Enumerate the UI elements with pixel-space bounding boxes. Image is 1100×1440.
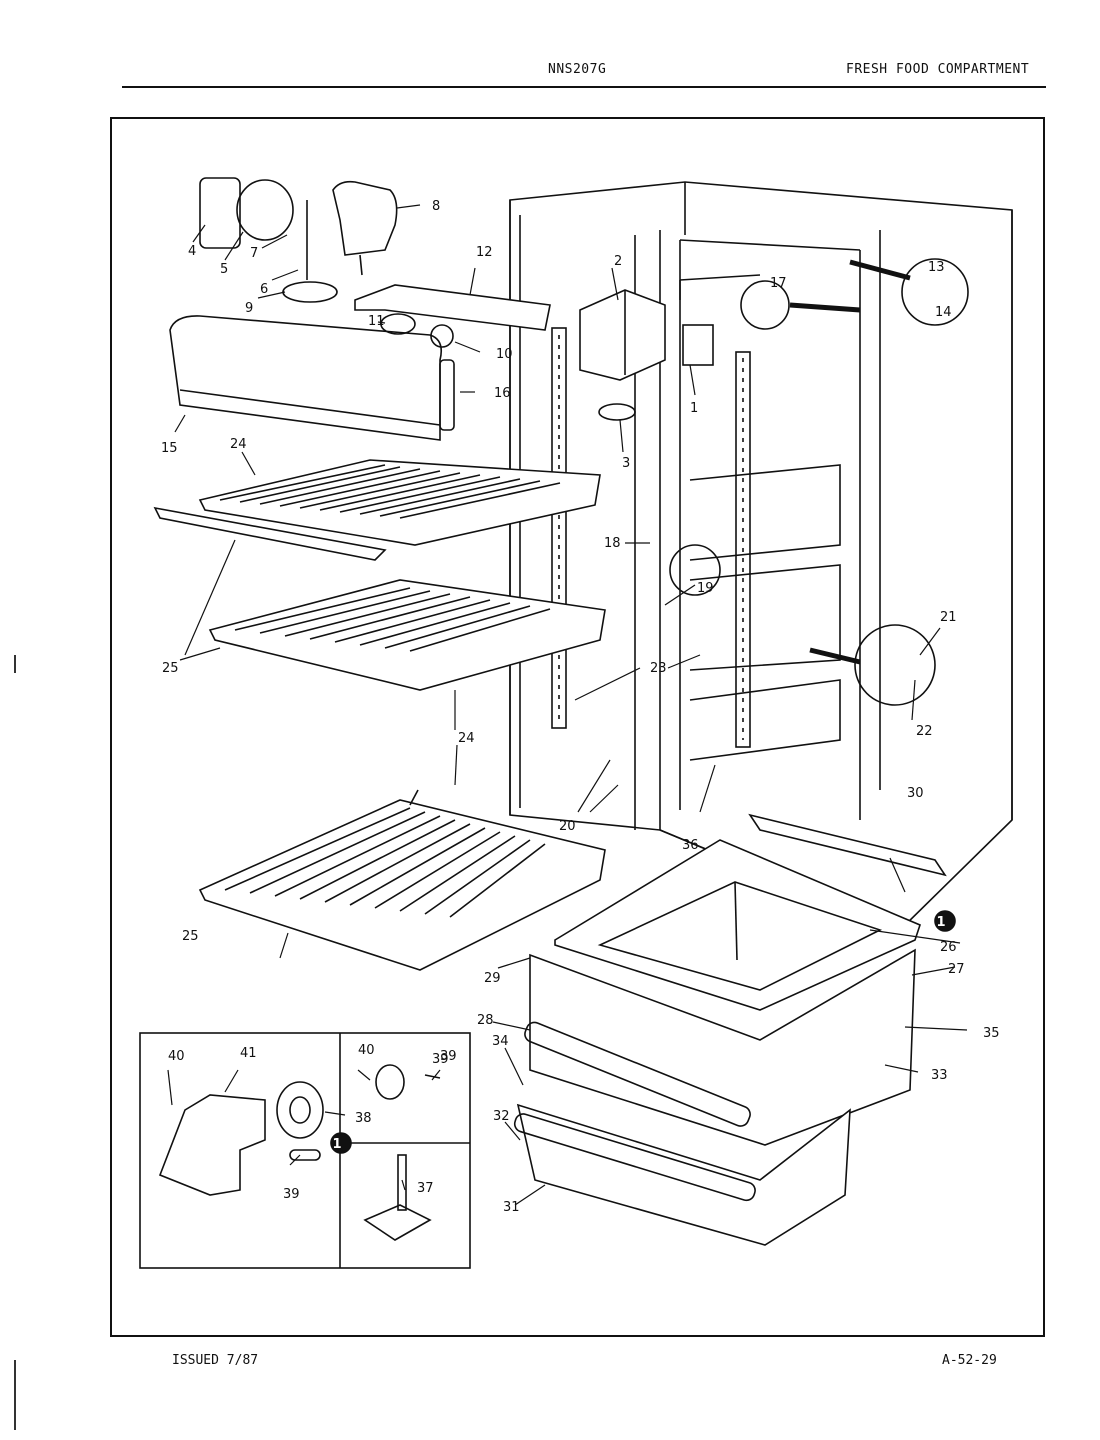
diagram-frame (110, 117, 1045, 1337)
callout-21: 21 (940, 610, 957, 625)
model-number: NNS207G (548, 62, 607, 77)
callout-39: 39 (440, 1049, 457, 1064)
callout-9: 9 (245, 301, 253, 316)
leader-lines (167, 204, 968, 1206)
thermostat-parts (199, 177, 398, 303)
callout-1: 1 (690, 401, 698, 416)
callout-19: 19 (697, 581, 714, 596)
callout-8: 8 (432, 199, 440, 214)
callout-17: 17 (770, 276, 787, 291)
callout-14: 14 (935, 305, 952, 320)
callout-25: 25 (162, 661, 179, 676)
marker-circle (330, 1132, 352, 1154)
callout-35: 35 (983, 1026, 1000, 1041)
detail-circle-17 (740, 280, 790, 330)
crisper-lower (513, 1103, 851, 1246)
callout-32: 32 (493, 1109, 510, 1124)
issued-date: ISSUED 7/87 (172, 1353, 259, 1368)
light-shield (169, 315, 455, 441)
callout-2: 2 (614, 254, 622, 269)
callout-13: 13 (928, 260, 945, 275)
detail-circle-19 (669, 544, 721, 596)
callout-33: 33 (931, 1068, 948, 1083)
callout-39: 39 (432, 1052, 449, 1067)
inset-marker-label: 1 (936, 915, 945, 930)
callout-11: 11 (368, 314, 385, 329)
callout-3: 3 (622, 456, 630, 471)
callout-39: 39 (283, 1187, 300, 1202)
shelf-upper (153, 459, 601, 561)
callout-24: 24 (458, 731, 475, 746)
callout-30: 30 (907, 786, 924, 801)
callout-20: 20 (559, 819, 576, 834)
callout-23: 23 (650, 661, 667, 676)
callout-22: 22 (916, 724, 933, 739)
callout-25: 25 (182, 929, 199, 944)
control-housing (579, 289, 714, 381)
shelf-rail-right (735, 351, 751, 748)
callout-18: 18 (604, 536, 621, 551)
callout-34: 34 (492, 1034, 509, 1049)
inset-box (139, 1032, 471, 1269)
page-code: A-52-29 (942, 1353, 997, 1368)
callout-29: 29 (484, 971, 501, 986)
callout-10: 10 (496, 347, 513, 362)
callout-15: 15 (161, 441, 178, 456)
shelf-middle (208, 579, 606, 691)
crisper-slide (748, 813, 947, 877)
callout-36: 36 (682, 838, 699, 853)
light-socket-bracket (354, 284, 551, 348)
section-title: FRESH FOOD COMPARTMENT (846, 62, 1030, 77)
callout-41: 41 (240, 1046, 257, 1061)
callout-26: 26 (940, 940, 957, 955)
callout-40: 40 (168, 1049, 185, 1064)
callout-12: 12 (476, 245, 493, 260)
inset-marker-label: 1 (332, 1137, 341, 1152)
crisper-cover (554, 839, 921, 1011)
scan-mark (14, 1360, 16, 1430)
header-rule (122, 86, 1046, 88)
scan-mark (14, 655, 16, 673)
callout-5: 5 (220, 262, 228, 277)
callout-24: 24 (230, 437, 247, 452)
callout-labels: 1234567891011121314151617181920212223242… (161, 199, 1000, 1215)
detail-circle-21-22 (854, 624, 936, 706)
callout-38: 38 (355, 1111, 372, 1126)
marker-circle (934, 910, 956, 932)
callout-31: 31 (503, 1200, 520, 1215)
callout-7: 7 (250, 246, 258, 261)
detail-circle-13-14 (901, 258, 969, 326)
knob (598, 403, 636, 421)
callout-16: 16 (494, 386, 511, 401)
callout-40: 40 (358, 1043, 375, 1058)
callout-27: 27 (948, 962, 965, 977)
callout-4: 4 (188, 244, 196, 259)
shelf-lower (198, 789, 606, 971)
shelf-rail-left (551, 327, 567, 729)
callout-6: 6 (260, 282, 268, 297)
callout-37: 37 (417, 1181, 434, 1196)
callout-28: 28 (477, 1013, 494, 1028)
